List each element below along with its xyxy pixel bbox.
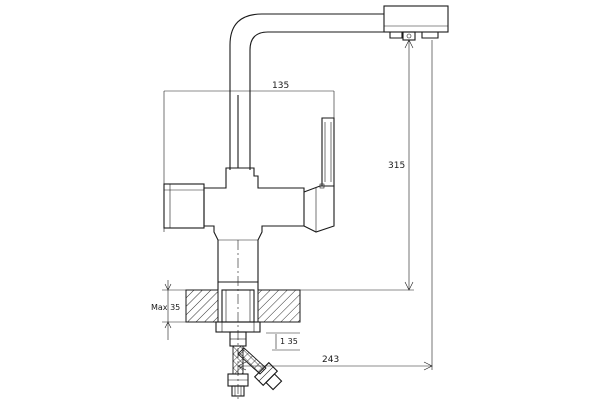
width-dimension-label: 135 xyxy=(272,81,289,91)
reach-dimension-label: 243 xyxy=(322,355,339,365)
height-dimension: 315 xyxy=(300,39,414,291)
right-lever xyxy=(321,117,335,187)
max-thickness-label: Max 35 xyxy=(151,303,180,312)
width-dimension: 135 xyxy=(163,81,335,232)
right-handle xyxy=(303,185,335,233)
faucet-body xyxy=(163,117,335,283)
hose-dimension: 1 35 xyxy=(266,332,300,351)
spout xyxy=(229,5,449,170)
reach-dimension: 243 xyxy=(237,40,433,371)
countertop-section xyxy=(185,281,301,333)
spout-outlet-head xyxy=(383,5,449,33)
outlet-nozzle xyxy=(402,31,416,41)
left-handle xyxy=(163,183,205,229)
max-thickness-dimension: Max 35 xyxy=(151,280,186,340)
supply-hoses xyxy=(227,331,283,397)
hose-dimension-label: 1 35 xyxy=(280,337,298,346)
height-dimension-label: 315 xyxy=(388,161,405,171)
